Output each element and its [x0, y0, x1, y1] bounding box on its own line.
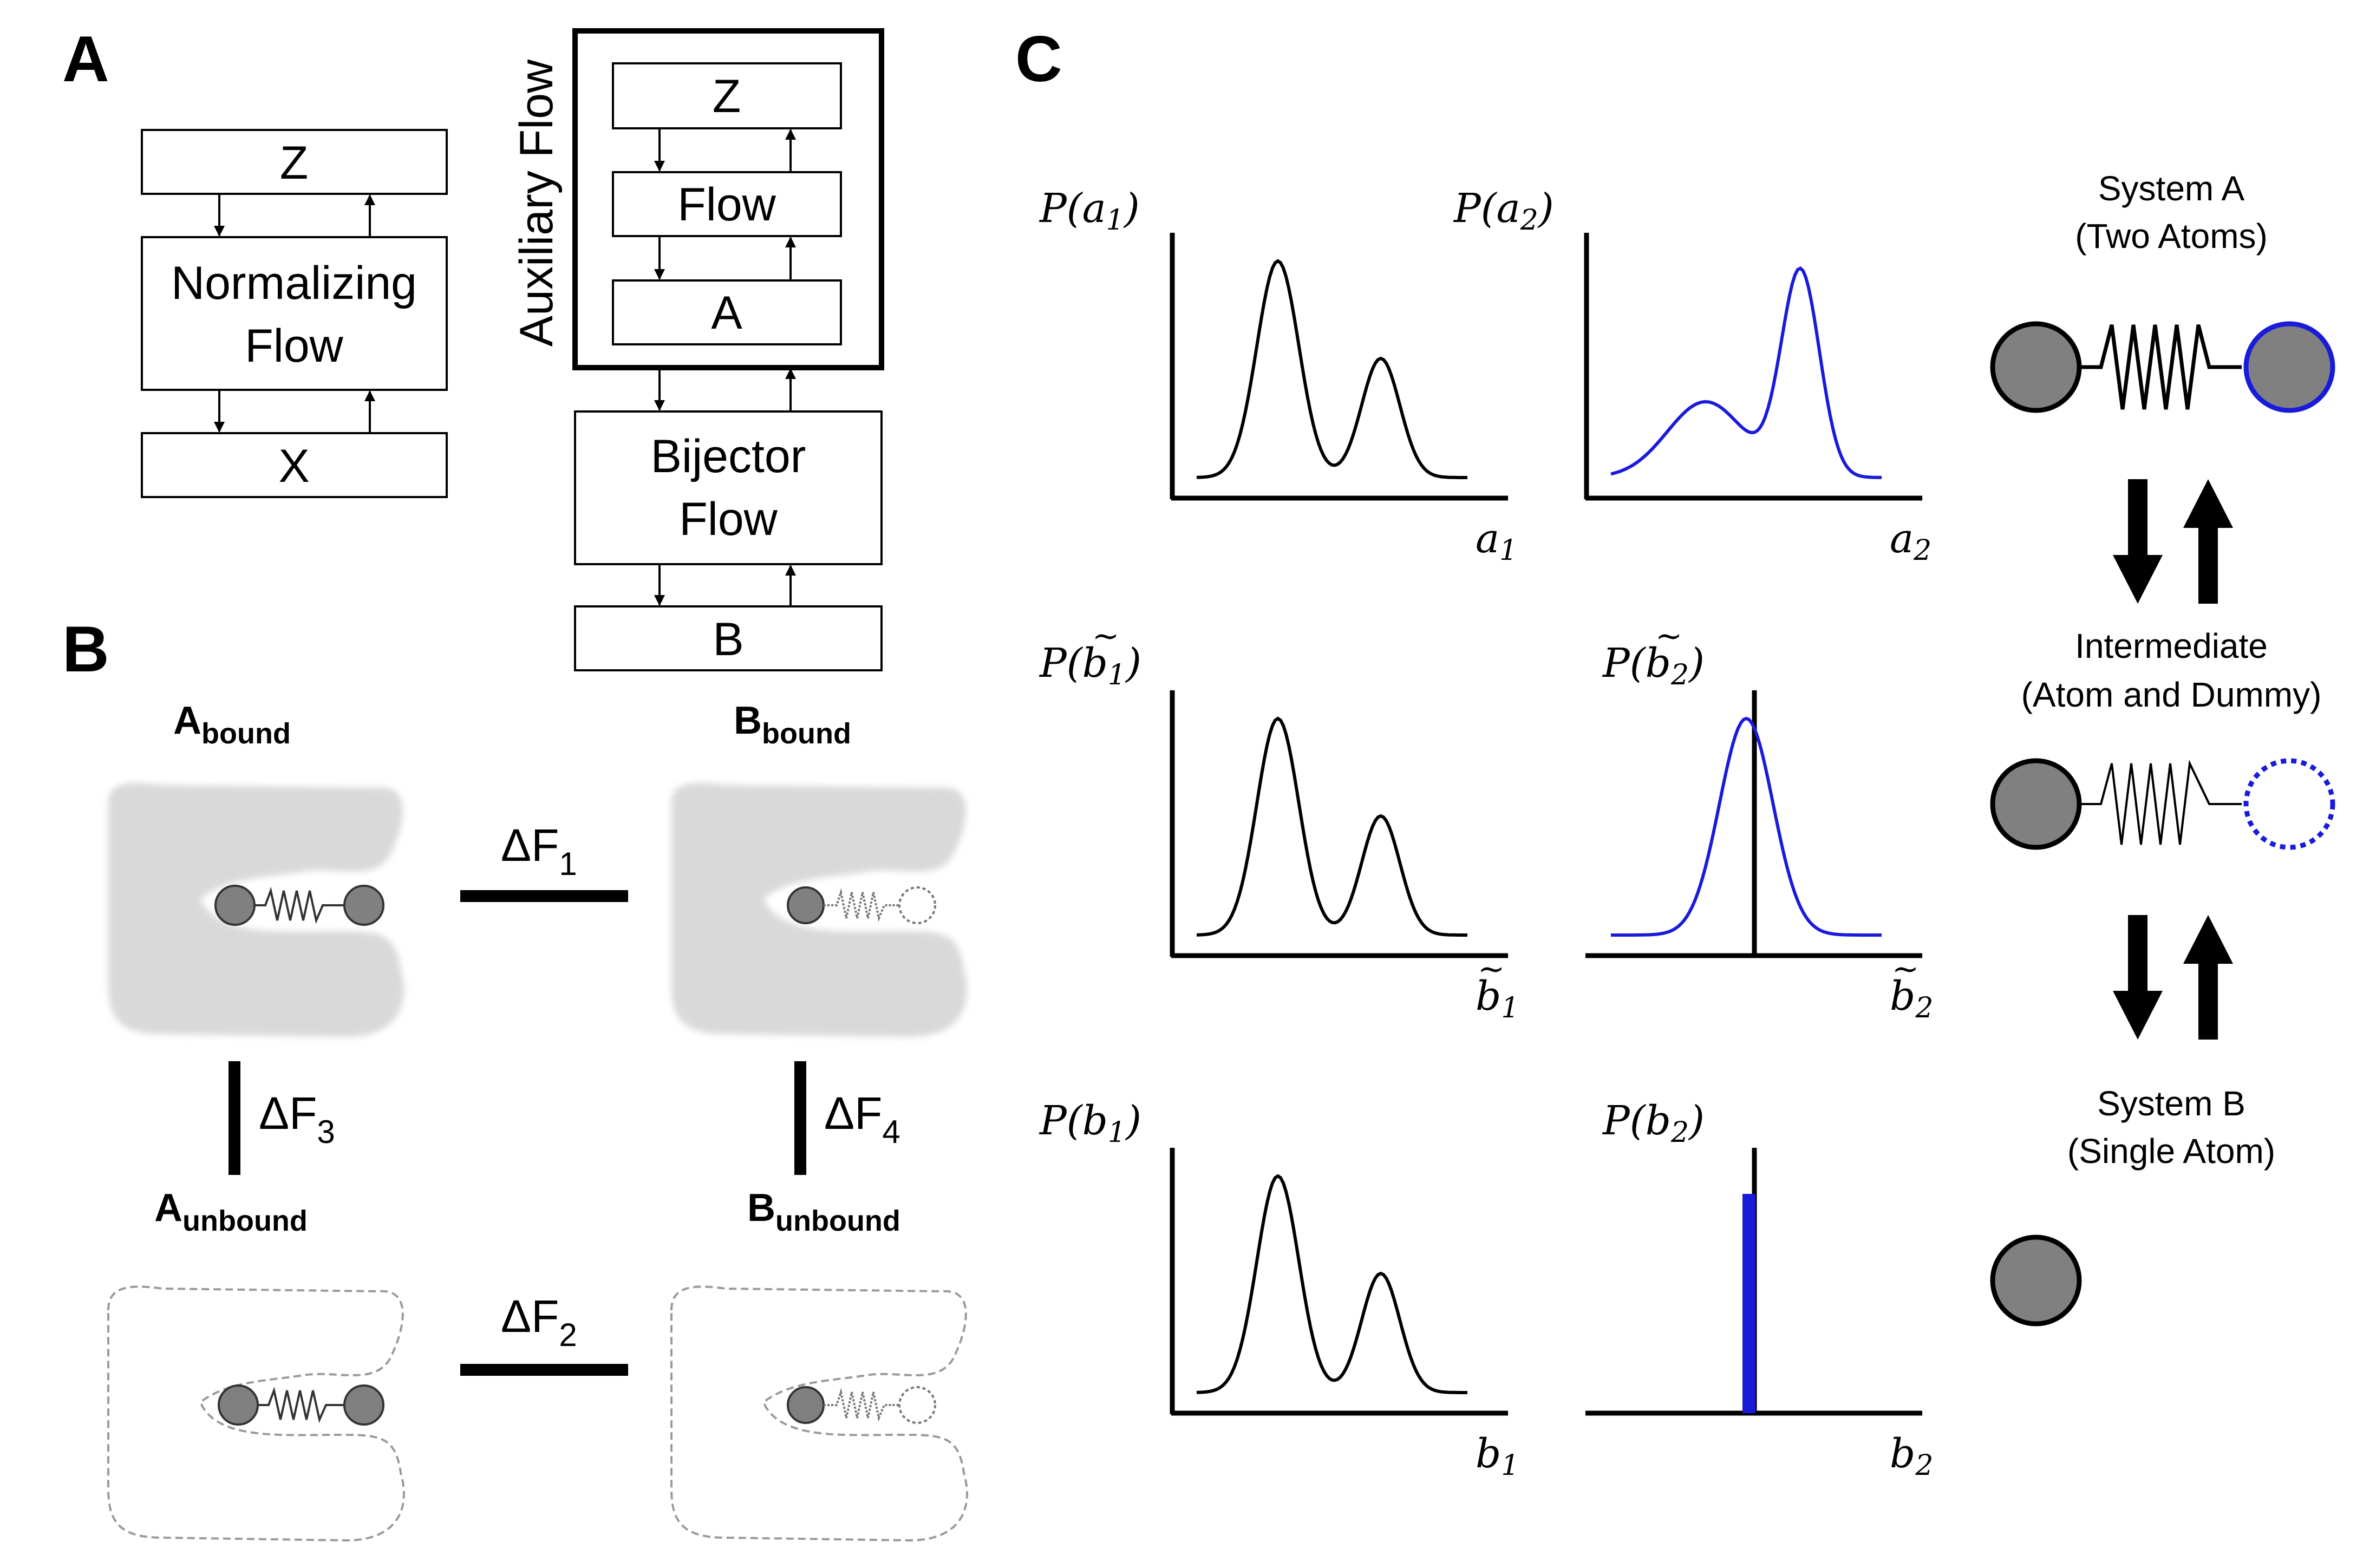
distribution-curve [1610, 266, 1882, 479]
plot-1: P(a1) a1 [1039, 185, 1517, 567]
molecule-a-bound [214, 885, 384, 926]
x-axis-label: a2 [1890, 515, 1931, 567]
distribution-curve [1196, 1174, 1467, 1394]
panel-c-states: System A (Two Atoms) Intermediate (Atom … [1990, 169, 2335, 1327]
x-axis-label: b1 [1476, 973, 1519, 1024]
plot-3: P(b1)~b1~ [1039, 617, 1519, 1024]
aux-title: Auxiliary Flow [511, 59, 563, 347]
thick-arrow-down-1 [2128, 479, 2147, 560]
bij-b-label: B [713, 613, 743, 665]
nf-flow-label-line2: Flow [245, 320, 343, 372]
thick-arrow-down-2-head [2113, 991, 2163, 1040]
x-axis-label: b1 [1476, 1430, 1519, 1482]
system-a-line1: System A [2098, 169, 2245, 208]
y-axis-label: P(b1) [1039, 1097, 1141, 1149]
label-b-bound: Bbound [734, 699, 851, 750]
thick-arrow-down-2 [2128, 915, 2147, 996]
thick-arrow-up-2-head [2183, 915, 2233, 964]
label-a-unbound: Aunbound [154, 1186, 308, 1237]
aux-z-box [612, 62, 842, 129]
aux-z-label: Z [713, 70, 741, 122]
x-axis-label: b2 [1890, 1430, 1933, 1482]
panel-label-b: B [62, 613, 109, 685]
panel-label-a: A [62, 23, 109, 95]
label-df3: ΔF3 [259, 1088, 335, 1150]
nf-x-label: X [278, 440, 309, 492]
y-axis-label: P(a1) [1039, 185, 1140, 237]
protein-b-bound [671, 783, 967, 1037]
bij-flow-label-line2: Flow [679, 493, 778, 545]
molecule-b-bound [787, 886, 936, 924]
thick-arrow-down-1-head [2113, 555, 2163, 604]
bij-flow-box [574, 410, 883, 565]
tilde-mark: ~ [1892, 950, 1919, 988]
plot-2: P(a2) a2 [1453, 185, 1931, 567]
plot-4: P(b2)~b2~ [1585, 617, 1933, 1024]
nf-x-box [141, 432, 448, 498]
thick-arrow-up-1-head [2183, 479, 2233, 528]
intermediate-line2: (Atom and Dummy) [2021, 675, 2322, 714]
thick-arrow-up-2 [2198, 958, 2218, 1040]
aux-flow-label: Flow [677, 179, 776, 231]
intermediate-molecule [1990, 758, 2335, 850]
molecule-a-unbound [218, 1384, 384, 1426]
x-axis-label: a1 [1476, 515, 1517, 567]
aux-a-box [612, 279, 842, 345]
bij-flow-label-line1: Bijector [651, 430, 806, 482]
label-b-unbound: Bunbound [747, 1186, 900, 1237]
distribution-curve [1611, 716, 1882, 937]
panel-c-plots: P(a1)a1P(a2)a2P(b1)~b1~P(b2)~b2~P(b1)b1P… [1039, 185, 1933, 1482]
system-a-molecule [1990, 321, 2335, 413]
plot-5: P(b1) b1 [1039, 1097, 1519, 1482]
plot-6: P(b2) b2 [1585, 1097, 1933, 1482]
nf-flow-box [141, 236, 448, 391]
panel-a [141, 28, 884, 671]
x-axis-label: b2 [1890, 973, 1933, 1024]
tilde-mark: ~ [1478, 950, 1505, 988]
y-axis-label: P(b2) [1602, 640, 1705, 691]
system-b-line2: (Single Atom) [2067, 1132, 2275, 1171]
distribution-curve [1196, 259, 1467, 479]
system-b-atom [1990, 1234, 2082, 1327]
molecule-b-unbound [787, 1386, 936, 1424]
aux-a-label: A [711, 287, 742, 339]
tilde-mark: ~ [1092, 617, 1119, 655]
protein-a-unbound [107, 1285, 405, 1542]
label-df1: ΔF1 [501, 820, 577, 882]
protein-b-unbound [670, 1285, 968, 1542]
distribution-curve [1196, 716, 1467, 937]
protein-a-bound [108, 783, 404, 1037]
panel-label-c: C [1015, 23, 1062, 95]
y-axis-label: P(a2) [1453, 185, 1554, 237]
aux-outer-box [572, 28, 884, 370]
nf-z-box [141, 129, 448, 195]
bij-b-box [574, 605, 883, 671]
label-df2: ΔF2 [501, 1291, 577, 1353]
y-axis-label: P(b1) [1039, 640, 1141, 691]
system-a-line2: (Two Atoms) [2075, 217, 2268, 256]
system-b-line1: System B [2097, 1084, 2245, 1123]
label-df4: ΔF4 [824, 1088, 900, 1150]
nf-z-label: Z [280, 137, 309, 189]
label-a-bound: Abound [173, 699, 291, 750]
panel-b: Abound Bbound Aunbound Bunbound [107, 699, 968, 1542]
nf-flow-label-line1: Normalizing [171, 257, 417, 309]
tilde-mark: ~ [1655, 617, 1682, 655]
thick-arrow-up-1 [2198, 522, 2218, 604]
intermediate-line1: Intermediate [2075, 626, 2268, 665]
y-axis-label: P(b2) [1602, 1097, 1705, 1149]
aux-flow-box [612, 171, 842, 237]
